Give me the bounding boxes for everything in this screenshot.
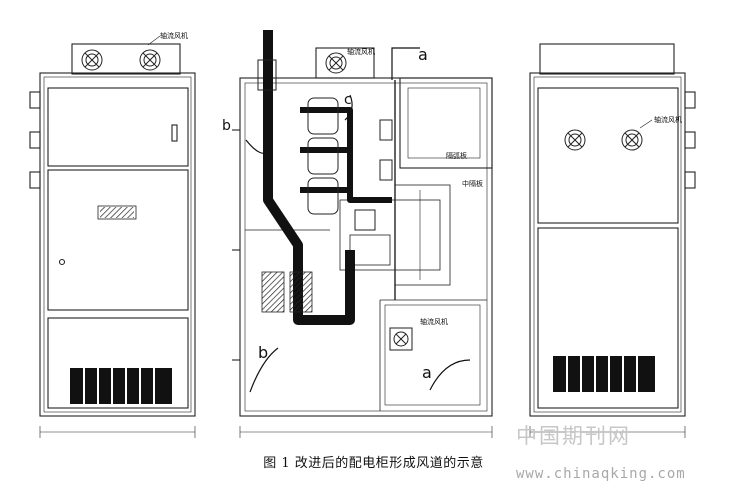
center-cabinet [232,47,493,438]
flow-label-b-bottom: b [258,343,268,362]
left-fan-label: 轴流风机 [160,31,188,40]
right-cabinet [529,43,696,438]
flow-label-b-top: b [222,118,231,134]
busbar [263,30,392,325]
left-vent-grille [70,368,172,404]
ct-left [261,271,285,313]
right-vent-grille [553,356,655,392]
left-nameplate [100,207,134,218]
flow-label-a-top: a [418,45,428,64]
top-fan-label: 轴流风机 [347,47,375,56]
left-cabinet [29,43,196,438]
center-bottom-fan-icon [389,327,413,351]
airflow-arrows [245,47,471,393]
flow-label-a-bottom: a [422,363,432,382]
partition-label: 隔弧板 [446,151,467,160]
watermark-site: 中国期刊网 [516,424,631,448]
left-fan-icon [81,49,161,71]
center-top-fan-icon [325,52,347,74]
insulators [257,59,393,231]
bottom-fan-label: 轴流风机 [420,317,448,326]
middle-plate-label: 中隔板 [462,179,483,188]
figure-caption: 图 1 改进后的配电柜形成风道的示意 [263,456,484,471]
ct-right [289,271,313,313]
right-fan-label: 轴流风机 [654,115,682,124]
flow-label-c: c [344,92,352,108]
watermark-url: www.chinaqking.com [516,466,686,482]
right-fan-icon [564,129,643,151]
